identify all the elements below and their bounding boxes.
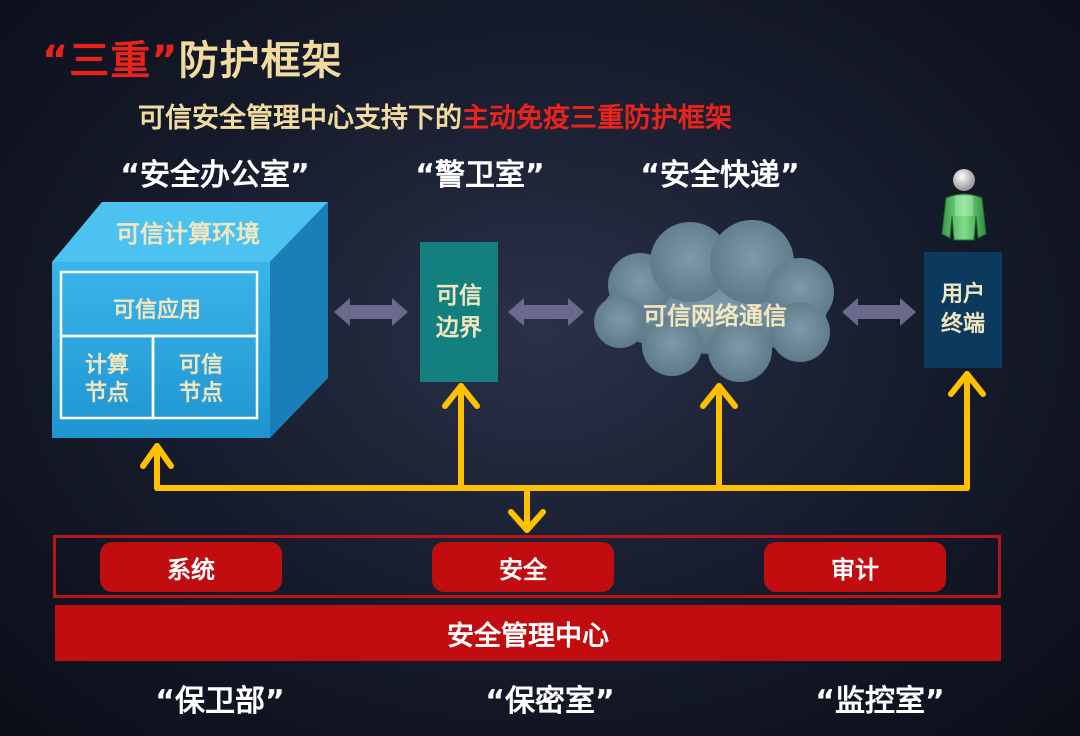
cube-node2-frame	[151, 334, 259, 420]
label-monitor-room: “监控室”	[815, 684, 945, 719]
trusted-app-label: 可信应用	[112, 298, 201, 323]
cube-top-face	[52, 202, 328, 262]
management-pill-row	[53, 535, 1001, 598]
page-title: “三重”防护框架	[42, 38, 343, 84]
page-subtitle: 可信安全管理中心支持下的主动免疫三重防护框架	[138, 103, 732, 134]
cube-top-label: 可信计算环境	[116, 220, 260, 248]
user-terminal-box: 用户终端	[924, 252, 1002, 368]
security-management-center-bar: 安全管理中心	[55, 605, 1001, 661]
cloud-icon	[594, 220, 834, 382]
trusted-node-label: 可信节点	[178, 353, 223, 406]
trusted-boundary-box: 可信边界	[420, 242, 498, 382]
yellow-connector-arrows	[140, 371, 986, 533]
label-secure-courier: “安全快递”	[640, 158, 800, 193]
trusted-computing-cube	[52, 202, 328, 438]
security-pill: 安全	[432, 542, 614, 592]
compute-node-label: 计算节点	[84, 353, 129, 406]
label-guard-room: “警卫室”	[415, 158, 545, 193]
label-secrecy-room: “保密室”	[485, 684, 615, 719]
cube-side-face	[270, 202, 328, 438]
person-icon	[941, 169, 987, 241]
double-arrow-icon	[508, 298, 584, 326]
double-arrow-icon	[842, 298, 916, 326]
label-security-office: “安全办公室”	[120, 158, 310, 193]
system-pill: 系统	[100, 542, 282, 592]
audit-pill: 审计	[764, 542, 946, 592]
cube-front-face	[52, 262, 270, 438]
trusted-network-label: 可信网络通信	[643, 302, 787, 330]
double-arrow-icon	[334, 298, 408, 326]
label-security-dept: “保卫部”	[155, 684, 285, 719]
